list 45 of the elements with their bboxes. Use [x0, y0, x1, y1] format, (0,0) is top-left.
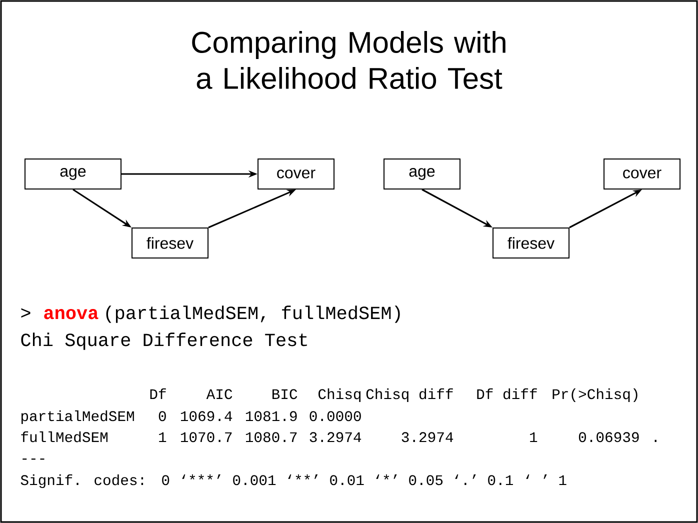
- significance-legend: ‘**’: [288, 474, 318, 480]
- significance-legend: 0.05: [409, 475, 443, 486]
- significance-legend: 0.1: [488, 475, 513, 486]
- table-header: Chisq diff: [366, 388, 453, 402]
- prompt-sign: >: [21, 308, 30, 318]
- table-cell: 3.2974: [310, 432, 362, 442]
- significance-legend: 1: [559, 475, 566, 485]
- variable-box: cover: [258, 158, 334, 190]
- significance-legend: ‘*’: [376, 474, 397, 480]
- variable-box: firesev: [132, 228, 208, 258]
- table-header: Df diff: [477, 388, 537, 400]
- significance-legend: Signif. codes:: [20, 474, 144, 488]
- table-cell: 0.0000: [310, 411, 361, 422]
- variable-box: cover: [604, 158, 680, 190]
- table-cell: 3.2974: [402, 432, 454, 442]
- table-header: Pr(>Chisq): [552, 388, 638, 402]
- table-cell: 1070.7: [180, 432, 232, 442]
- significance-legend: 0: [162, 475, 170, 486]
- significance-legend: ‘.’: [455, 474, 476, 485]
- table-cell: 0: [158, 411, 166, 422]
- row-name: partialMedSEM: [22, 410, 134, 424]
- significance-legend: ‘***’: [182, 474, 220, 480]
- significance-legend: 0.01: [330, 475, 364, 486]
- significance-mark: .: [654, 440, 656, 442]
- table-cell: 1: [530, 432, 538, 442]
- table-cell: 1069.4: [180, 411, 232, 422]
- table-header: AIC: [206, 389, 232, 400]
- significance-legend: ‘ ’: [526, 474, 547, 479]
- variable-box: firesev: [492, 228, 570, 258]
- table-header: BIC: [272, 389, 298, 400]
- code-text: (partialMedSEM, fullMedSEM): [106, 306, 400, 323]
- table-cell: 1080.7: [246, 432, 297, 442]
- separator-text: ---: [22, 458, 44, 460]
- table-cell: 1: [159, 432, 166, 442]
- table-header: Chisq: [318, 388, 360, 402]
- title: Comparing Models with a Likelihood Ratio Test: [192, 31, 506, 90]
- table-header: Df: [150, 388, 166, 399]
- variable-box: age: [24, 158, 122, 190]
- output-text: Chi Square Difference Test: [21, 332, 307, 350]
- variable-box: age: [384, 158, 460, 190]
- function-name: anova: [44, 309, 98, 320]
- table-cell: 0.06939: [578, 432, 639, 442]
- significance-legend: 0.001: [233, 475, 276, 486]
- row-name: fullMedSEM: [21, 431, 108, 442]
- table-cell: 1081.9: [246, 411, 297, 422]
